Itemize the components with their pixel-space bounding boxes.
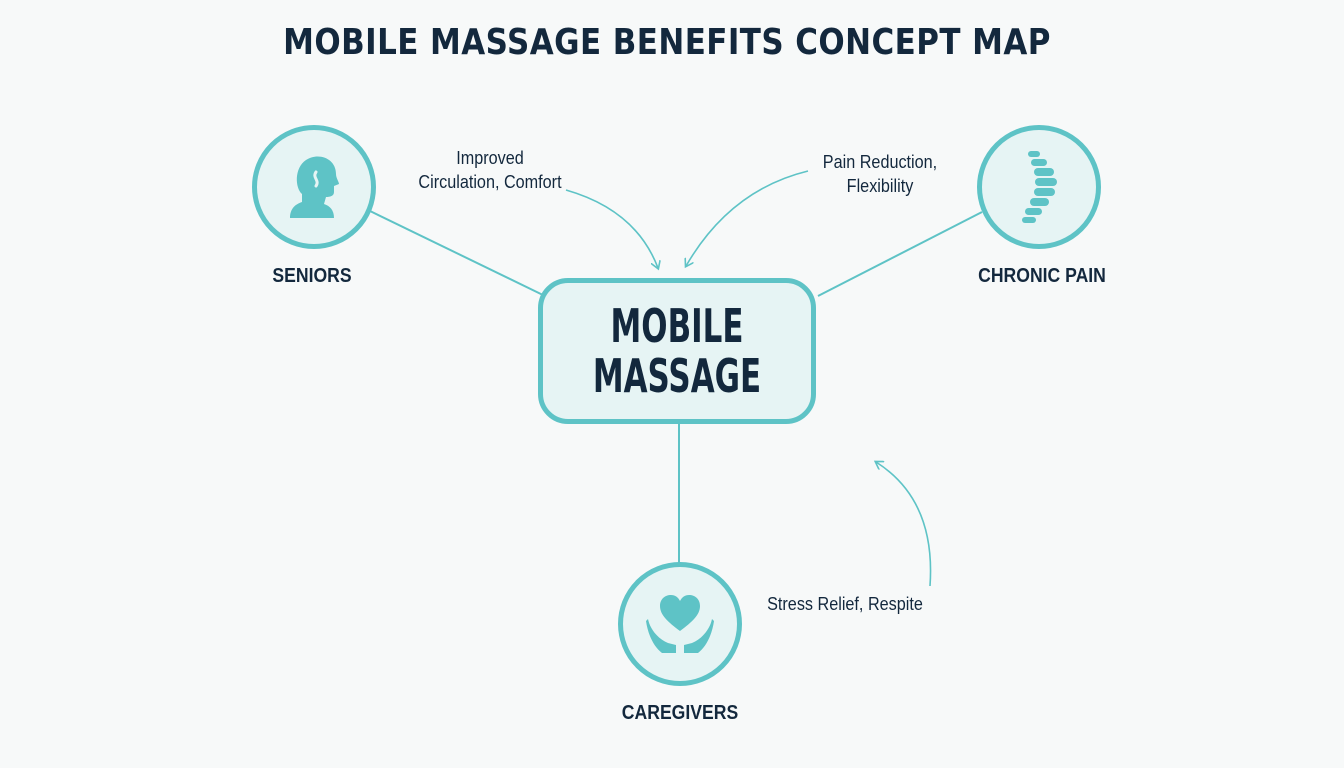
benefit-seniors-line2: Circulation, Comfort xyxy=(418,172,562,192)
senior-head-icon xyxy=(290,156,339,218)
node-seniors xyxy=(252,125,376,249)
page-title: MOBILE MASSAGE BENEFITS CONCEPT MAP xyxy=(283,22,1051,63)
center-node-mobile-massage: MOBILE MASSAGE xyxy=(538,278,816,424)
node-seniors-label: SENIORS xyxy=(272,265,352,287)
benefit-seniors-line1: Improved xyxy=(456,148,524,168)
benefit-chronic-pain-line2: Flexibility xyxy=(846,176,914,196)
benefit-caregivers-line1: Stress Relief, Respite xyxy=(767,594,923,614)
center-label-line2: MASSAGE xyxy=(592,349,762,403)
node-chronic-pain xyxy=(977,125,1101,249)
benefit-chronic-pain-line1: Pain Reduction, xyxy=(822,152,938,172)
center-label-line1: MOBILE xyxy=(610,299,744,353)
arrow-chronic-pain-benefit xyxy=(686,170,809,266)
benefit-chronic-pain: Pain Reduction, Flexibility xyxy=(799,150,961,198)
heart-hands-icon xyxy=(646,595,714,653)
node-chronic-pain-label: CHRONIC PAIN xyxy=(978,265,1106,287)
node-caregivers-label: CAREGIVERS xyxy=(621,702,739,724)
spine-icon xyxy=(1022,151,1057,223)
node-caregivers xyxy=(618,562,742,686)
arrow-caregivers-benefit xyxy=(876,462,932,587)
benefit-caregivers: Stress Relief, Respite xyxy=(751,592,940,616)
benefit-seniors: Improved Circulation, Comfort xyxy=(400,146,580,194)
connector-chronic-pain xyxy=(817,211,983,297)
center-node-label: MOBILE MASSAGE xyxy=(538,301,817,401)
arrow-seniors-benefit xyxy=(565,189,658,268)
connector-seniors xyxy=(369,210,546,297)
